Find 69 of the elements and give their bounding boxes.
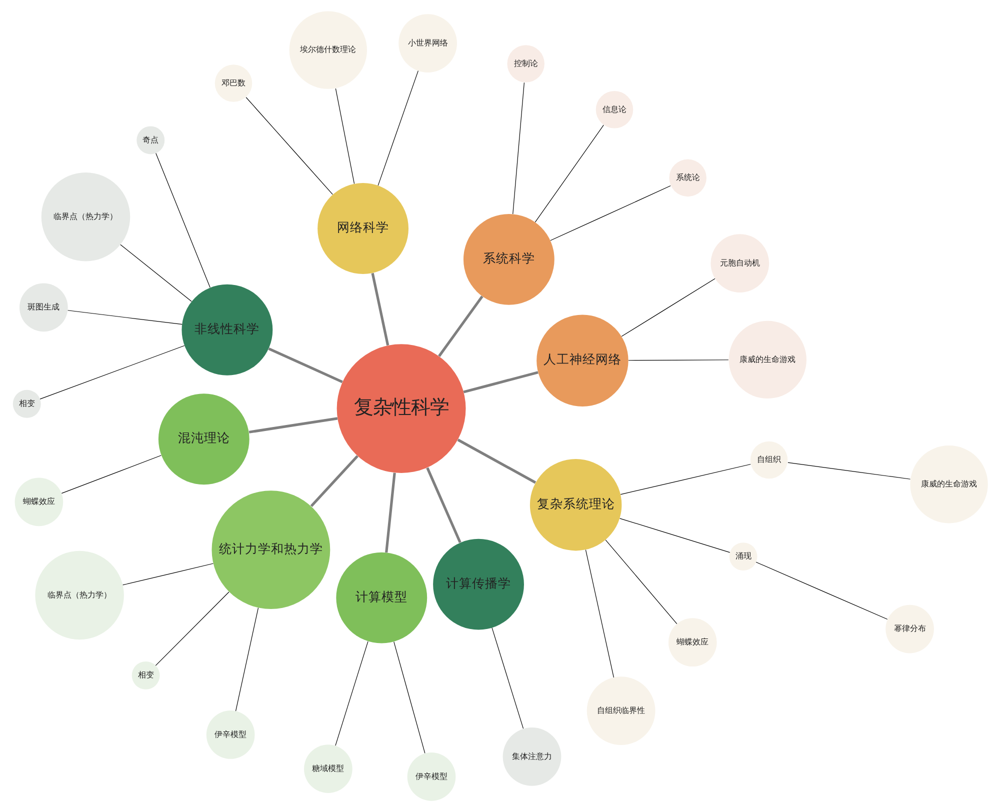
node-circle: 复杂性科学 bbox=[336, 344, 466, 474]
node-circle: 统计力学和热力学 bbox=[211, 490, 330, 610]
connector bbox=[39, 345, 184, 400]
connector bbox=[550, 185, 670, 241]
connector bbox=[604, 540, 677, 624]
connector bbox=[122, 563, 214, 586]
node-circle: 人工神经网络 bbox=[536, 314, 628, 406]
connector bbox=[67, 310, 182, 325]
connector bbox=[787, 462, 910, 480]
node-circle: 涌现 bbox=[728, 542, 757, 571]
connector bbox=[628, 360, 728, 361]
connector bbox=[155, 152, 210, 288]
connector bbox=[120, 244, 192, 302]
node-circle: 复杂系统理论 bbox=[529, 458, 622, 551]
node-circle: 邓巴数 bbox=[214, 64, 252, 102]
node-circle: 蝴蝶效应 bbox=[14, 478, 63, 526]
connector bbox=[462, 371, 538, 394]
node-circle: 相变 bbox=[131, 661, 160, 690]
node-circle: 集体注意力 bbox=[502, 727, 561, 786]
connector bbox=[456, 438, 536, 484]
connector bbox=[377, 70, 418, 186]
node-circle: 控制论 bbox=[506, 45, 544, 82]
connector bbox=[310, 455, 358, 507]
node-circle: 蝴蝶效应 bbox=[668, 618, 716, 667]
node-circle: 埃尔德什数理论 bbox=[288, 11, 366, 89]
connector bbox=[384, 472, 396, 553]
node-circle: 康威的生命游戏 bbox=[728, 320, 806, 399]
connector bbox=[755, 562, 888, 620]
connector bbox=[245, 97, 332, 195]
connector bbox=[234, 608, 258, 712]
connector bbox=[370, 272, 389, 346]
connector bbox=[512, 82, 524, 214]
node-circle: 康威的生命游戏 bbox=[910, 446, 988, 524]
node-circle: 临界点（热力学） bbox=[34, 550, 124, 640]
node-circle: 相变 bbox=[12, 390, 40, 418]
connector bbox=[393, 642, 425, 754]
node-circle: 信息论 bbox=[595, 91, 633, 128]
connector bbox=[60, 455, 161, 494]
node-circle: 奇点 bbox=[136, 126, 164, 154]
connector bbox=[154, 592, 229, 666]
connector bbox=[620, 278, 715, 337]
node-circle: 斑图生成 bbox=[19, 283, 68, 332]
connector bbox=[438, 296, 483, 357]
node-circle: 计算模型 bbox=[336, 552, 427, 644]
connector bbox=[620, 464, 750, 495]
node-circle: 临界点（热力学） bbox=[40, 172, 130, 262]
node-circle: 元胞自动机 bbox=[710, 234, 769, 292]
connector bbox=[619, 518, 730, 553]
connector bbox=[534, 124, 604, 222]
connector bbox=[334, 88, 354, 184]
node-circle: 小世界网络 bbox=[398, 14, 456, 72]
node-circle: 糖域模型 bbox=[304, 744, 352, 793]
connector bbox=[426, 467, 461, 544]
node-circle: 混沌理论 bbox=[158, 394, 249, 485]
node-circle: 系统科学 bbox=[462, 214, 554, 305]
node-circle: 计算传播学 bbox=[432, 538, 524, 630]
node-circle: 伊辛模型 bbox=[206, 710, 254, 759]
connector bbox=[491, 628, 524, 729]
connector bbox=[584, 549, 614, 678]
connector bbox=[268, 347, 342, 384]
node-circle: 伊辛模型 bbox=[406, 752, 456, 801]
node-circle: 幂律分布 bbox=[885, 604, 934, 654]
node-circle: 网络科学 bbox=[317, 183, 408, 274]
connector bbox=[334, 641, 368, 746]
node-circle: 自组织临界性 bbox=[586, 676, 655, 746]
node-circle: 自组织 bbox=[750, 441, 788, 479]
node-circle: 系统论 bbox=[668, 159, 706, 197]
connector bbox=[248, 417, 338, 434]
node-circle: 非线性科学 bbox=[181, 284, 272, 376]
